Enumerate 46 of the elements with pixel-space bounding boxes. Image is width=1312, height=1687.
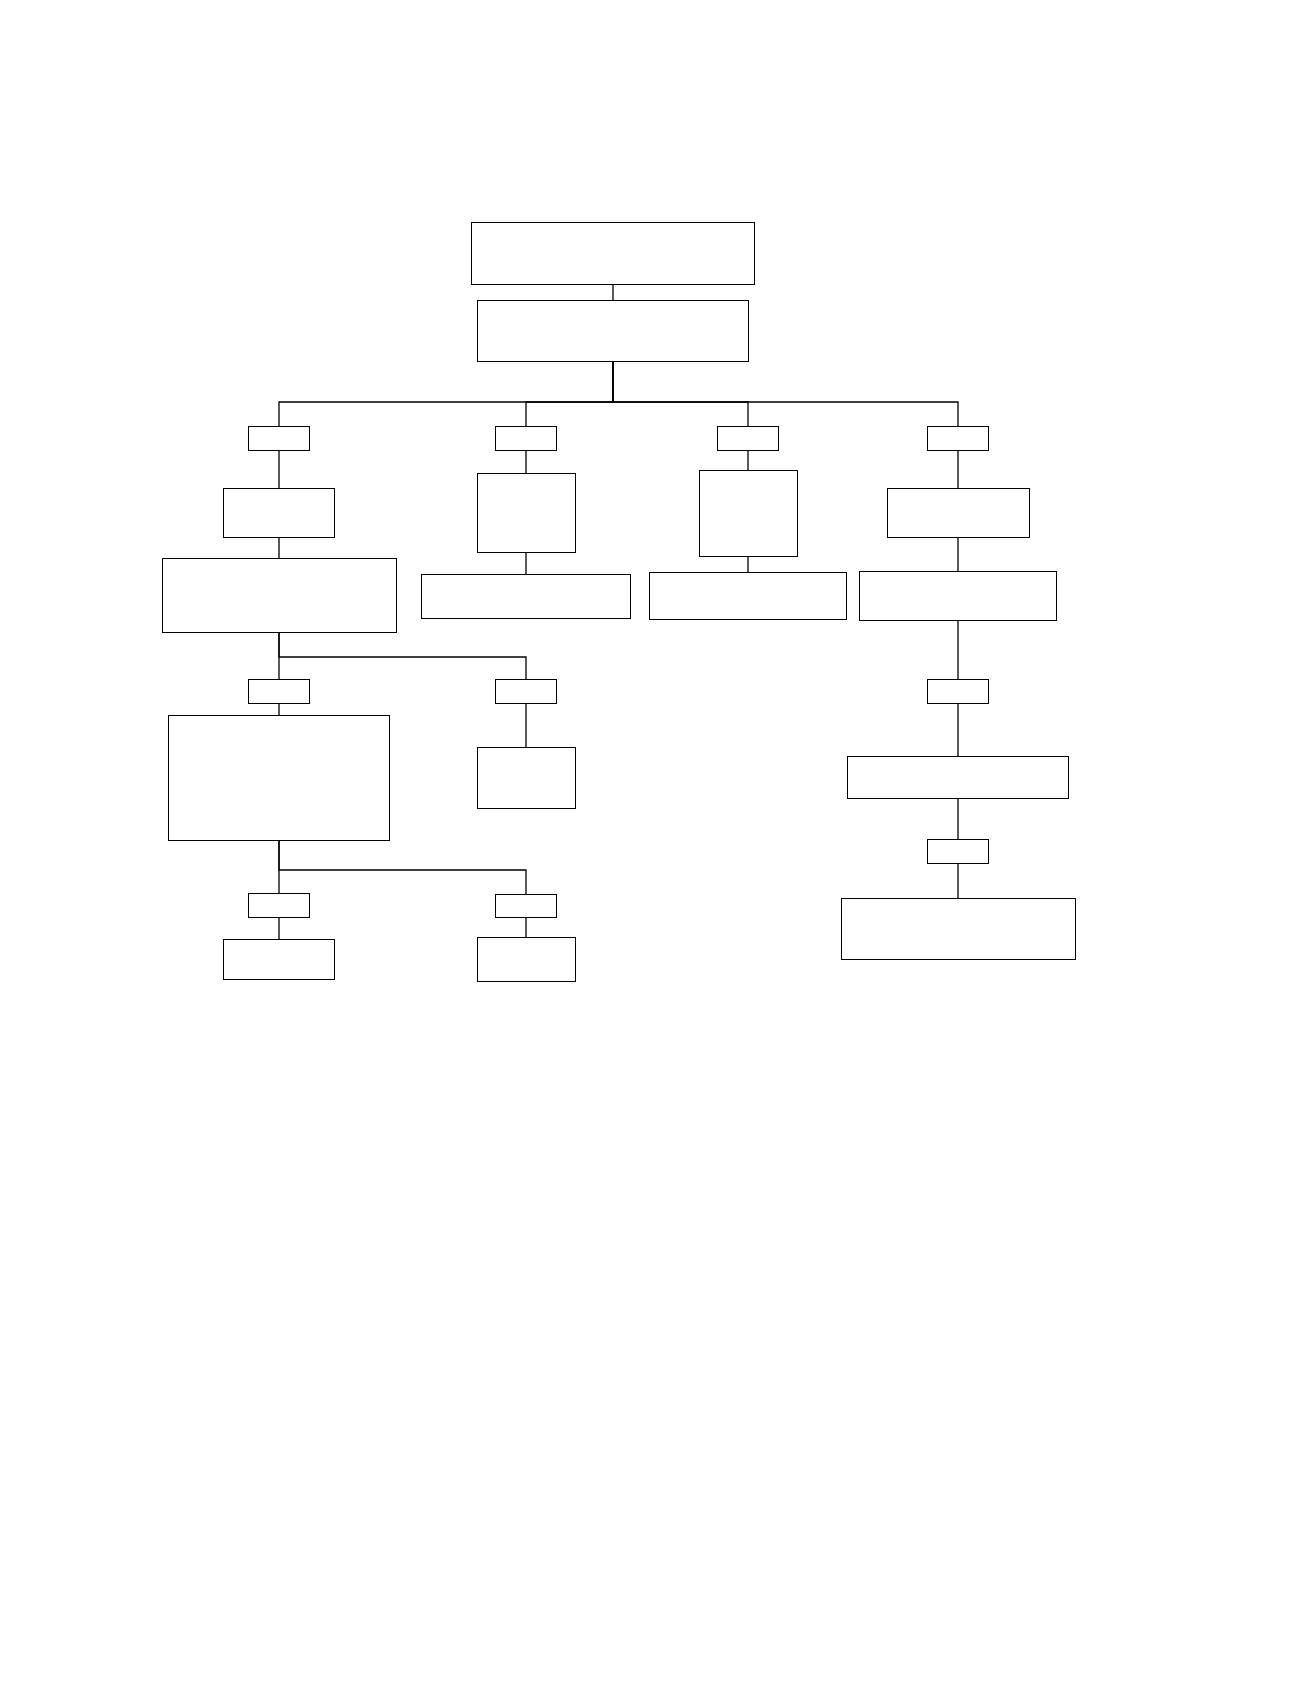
connector-line (957, 450, 959, 489)
connector-line (278, 917, 280, 940)
empty-box (476, 473, 576, 553)
connector-line (612, 284, 614, 301)
connector-line (525, 703, 527, 748)
empty-box (248, 893, 310, 918)
empty-box (927, 839, 989, 864)
empty-box (927, 679, 989, 704)
empty-box (471, 222, 755, 285)
empty-box (859, 571, 1057, 621)
empty-box (248, 679, 310, 704)
connector-line (747, 450, 749, 471)
empty-box (495, 894, 557, 918)
connector-line (525, 552, 527, 575)
connector-line (957, 620, 959, 680)
empty-box (886, 488, 1030, 538)
empty-box (421, 574, 631, 619)
empty-box (223, 939, 335, 980)
empty-box (495, 426, 557, 451)
connector-line (525, 917, 527, 938)
empty-box (927, 426, 989, 451)
empty-box (476, 937, 576, 982)
empty-box (698, 470, 798, 557)
empty-box (495, 679, 557, 704)
empty-box (223, 488, 335, 538)
connector-line (957, 798, 959, 840)
empty-box (168, 715, 390, 841)
empty-box (476, 747, 576, 809)
connector-line (278, 537, 280, 559)
connector-line (747, 556, 749, 573)
empty-box (717, 426, 779, 451)
connector-line (612, 361, 959, 427)
connector-line (278, 840, 527, 895)
connector-line (278, 450, 280, 489)
empty-box (840, 898, 1076, 960)
empty-box (477, 300, 749, 362)
empty-box (248, 426, 310, 451)
empty-box (847, 756, 1069, 799)
connector-line (278, 632, 527, 680)
connector-line (957, 863, 959, 899)
connector-line (957, 703, 959, 757)
connector-line (525, 450, 527, 474)
empty-box (161, 558, 397, 633)
empty-box (649, 572, 847, 620)
connector-line (278, 703, 280, 716)
connector-line (957, 537, 959, 572)
